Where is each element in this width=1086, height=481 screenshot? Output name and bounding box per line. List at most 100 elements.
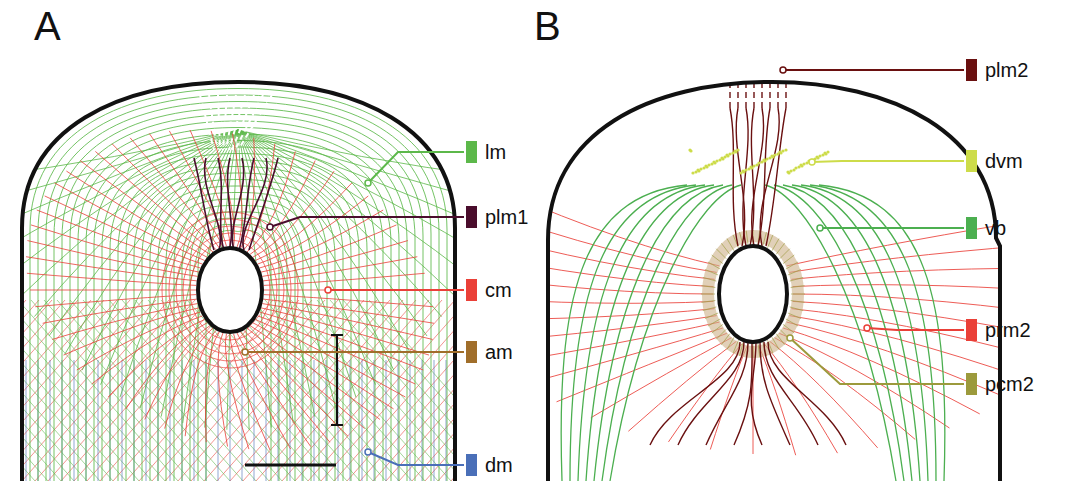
muscle-fiber <box>291 300 451 481</box>
muscle-fiber <box>302 360 303 481</box>
muscle-fiber <box>386 360 387 481</box>
muscle-fiber <box>716 329 726 339</box>
muscle-fiber <box>821 153 824 156</box>
muscle-fiber <box>761 84 762 108</box>
legend-swatch <box>466 141 477 163</box>
muscle-fiber <box>526 328 722 384</box>
muscle-fiber <box>710 345 747 449</box>
leader-dot <box>864 325 870 331</box>
muscle-fiber <box>570 185 696 481</box>
muscle-fiber <box>250 326 380 420</box>
muscle-fiber <box>45 196 203 264</box>
muscle-fiber <box>710 162 713 165</box>
muscle-fiber <box>768 342 846 445</box>
muscle-fiber <box>763 159 766 162</box>
muscle-fiber <box>786 319 798 326</box>
leader-dot <box>365 449 371 455</box>
muscle-fiber <box>205 158 221 250</box>
muscle-fiber <box>223 95 227 150</box>
muscle-fiber <box>776 243 785 254</box>
muscle-fiber <box>734 150 737 153</box>
muscle-fiber <box>241 332 330 442</box>
leader-line <box>368 452 464 465</box>
muscle-fiber <box>238 130 466 274</box>
muscle-fiber <box>791 294 805 295</box>
muscle-fiber <box>705 270 718 275</box>
muscle-fiber <box>244 330 348 436</box>
muscle-fiber <box>765 185 896 481</box>
muscle-fiber <box>162 212 298 368</box>
muscle-fiber <box>446 360 447 481</box>
legend-label: plm2 <box>985 60 1028 80</box>
legend-label: pcm2 <box>985 374 1034 394</box>
muscle-fiber <box>35 295 196 307</box>
scale-bar <box>336 335 338 425</box>
legend-swatch <box>466 279 477 301</box>
muscle-fiber <box>438 300 598 481</box>
muscle-fiber <box>786 170 789 173</box>
muscle-fiber <box>0 300 52 481</box>
muscle-fiber <box>187 300 347 481</box>
muscle-fiber <box>705 165 708 168</box>
leader-dot <box>242 349 248 355</box>
leader-dot <box>787 335 793 341</box>
muscle-fiber <box>253 323 394 409</box>
muscle-fiber <box>165 328 213 428</box>
muscle-fiber <box>805 161 808 164</box>
muscle-fiber <box>716 249 726 259</box>
muscle-fiber <box>792 185 920 481</box>
muscle-fiber <box>750 166 753 169</box>
muscle-fiber <box>169 219 291 361</box>
muscle-fiber <box>712 255 723 264</box>
muscle-fiber <box>30 89 447 481</box>
muscle-fiber <box>398 360 399 481</box>
muscle-fiber <box>190 130 230 246</box>
muscle-fiber <box>200 95 214 150</box>
muscle-fiber <box>55 183 205 261</box>
muscle-fiber <box>788 270 801 275</box>
muscle-fiber <box>94 141 383 481</box>
leader-dot <box>780 67 786 73</box>
legend-swatch <box>466 341 477 363</box>
muscle-fiber <box>249 158 278 250</box>
scale-bar <box>245 464 336 467</box>
muscle-fiber <box>726 154 729 157</box>
muscle-fiber <box>766 108 786 246</box>
muscle-fiber <box>790 277 804 281</box>
legend-swatch <box>466 206 477 228</box>
muscle-fiber <box>38 95 439 481</box>
muscle-fiber <box>729 84 730 108</box>
muscle-fiber <box>314 360 315 481</box>
muscle-fiber <box>239 158 254 250</box>
muscle-fiber <box>130 138 219 248</box>
legend-label: dvm <box>985 151 1023 171</box>
muscle-fiber <box>54 108 423 481</box>
muscle-fiber <box>779 151 782 154</box>
muscle-fiber <box>66 171 207 257</box>
panel-b-muscles <box>453 84 1053 481</box>
muscle-fiber <box>819 185 945 481</box>
muscle-fiber <box>697 169 700 172</box>
muscle-fiber <box>783 185 912 481</box>
muscle-fiber <box>226 300 386 481</box>
leader-line <box>270 217 464 227</box>
muscle-fiber <box>764 344 837 453</box>
muscle-fiber <box>134 173 343 481</box>
leader-dot <box>809 159 815 165</box>
muscle-fiber <box>703 307 717 311</box>
muscle-fiber <box>50 360 51 481</box>
muscle-fiber <box>602 185 732 481</box>
muscle-fiber <box>768 156 771 159</box>
legend-label: am <box>485 342 513 362</box>
muscle-fiber <box>753 84 754 108</box>
muscle-fiber <box>0 300 13 481</box>
muscle-fiber <box>785 84 786 108</box>
muscle-fiber <box>772 239 779 251</box>
muscle-fiber <box>261 308 429 355</box>
muscle-fiber <box>238 130 394 370</box>
muscle-fiber <box>112 144 216 250</box>
panel-letter: B <box>534 6 561 46</box>
muscle-fiber <box>775 338 916 440</box>
muscle-fiber <box>238 95 272 150</box>
